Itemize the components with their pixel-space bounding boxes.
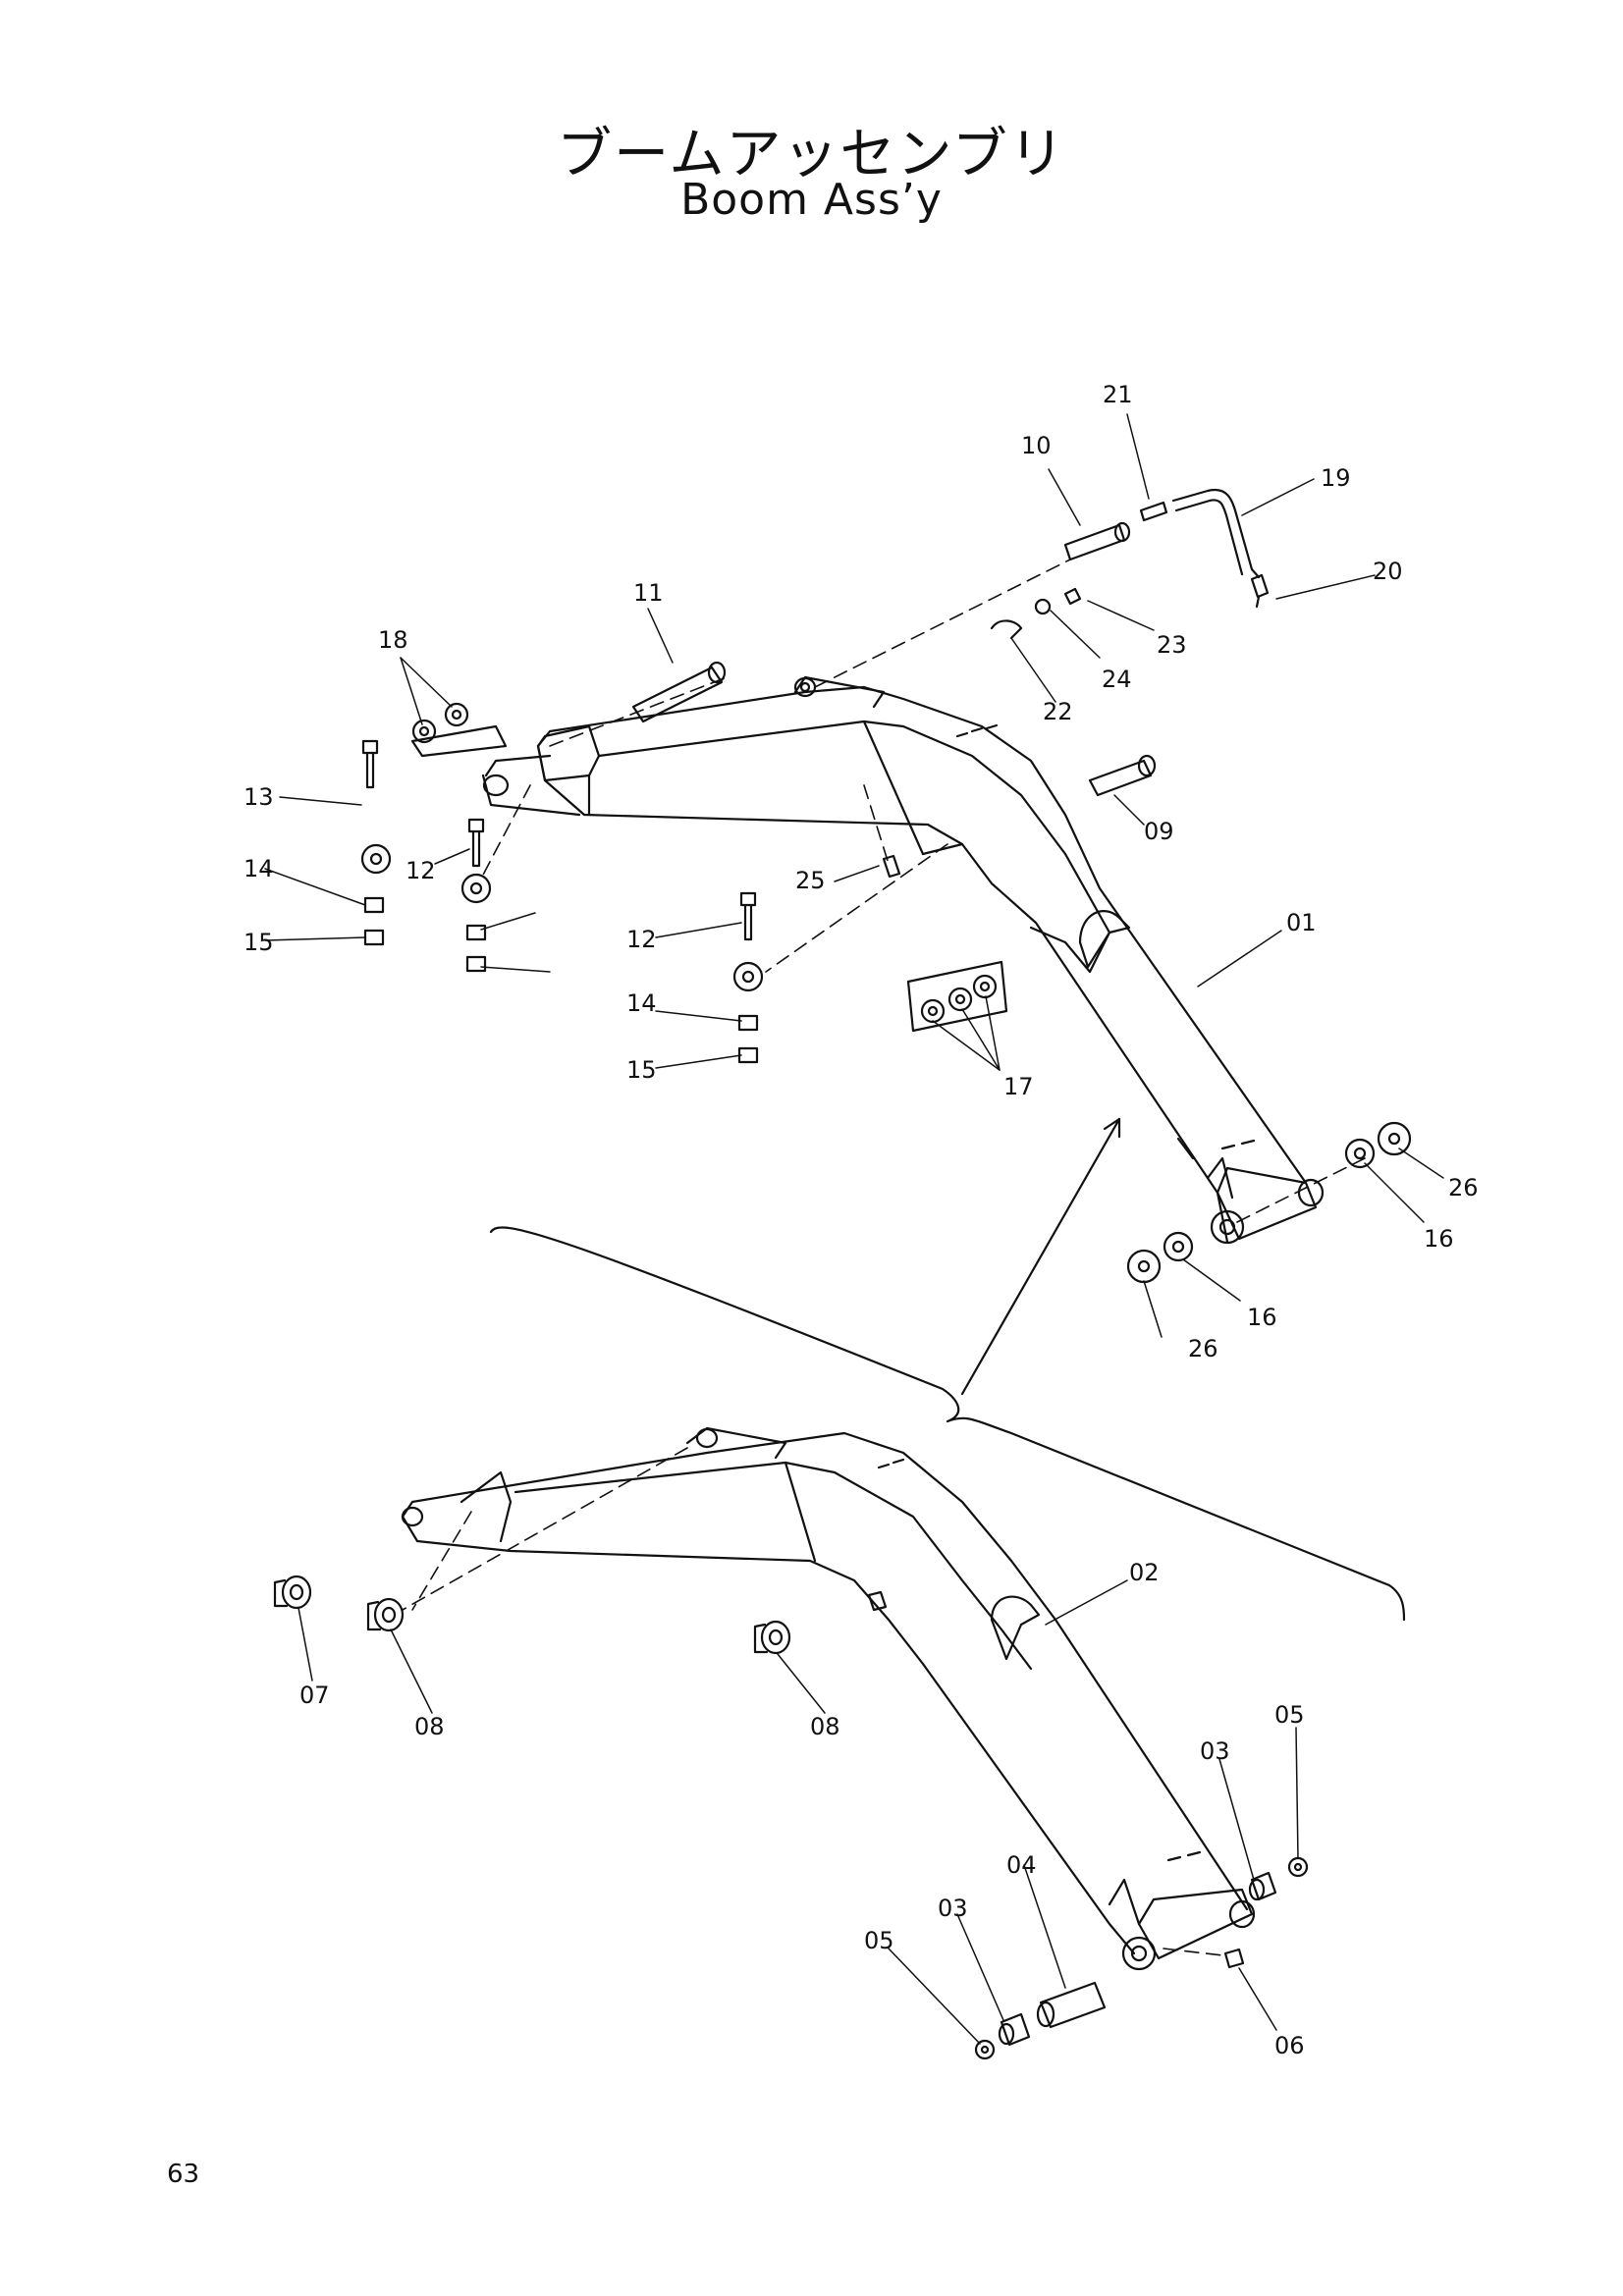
callout-17: 17 bbox=[1003, 1073, 1034, 1100]
callout-23: 23 bbox=[1157, 631, 1187, 659]
callout-10: 10 bbox=[1021, 432, 1052, 459]
callout-16-left: 16 bbox=[1247, 1304, 1277, 1331]
callout-06: 06 bbox=[1274, 2032, 1305, 2059]
callout-22: 22 bbox=[1043, 698, 1073, 725]
callout-13: 13 bbox=[243, 783, 274, 811]
page-title-japanese: ブームアッセンブリ bbox=[557, 123, 1066, 187]
callout-21: 21 bbox=[1103, 381, 1133, 408]
lower-boom bbox=[401, 1426, 1256, 1971]
callout-12-middle: 12 bbox=[626, 926, 657, 953]
callout-11: 11 bbox=[633, 579, 664, 607]
callout-12-left: 12 bbox=[406, 857, 436, 884]
callout-05-lower: 05 bbox=[864, 1927, 894, 1954]
callout-19: 19 bbox=[1321, 464, 1351, 492]
callout-26-right: 26 bbox=[1448, 1174, 1479, 1201]
callout-02: 02 bbox=[1129, 1559, 1160, 1586]
assembly-lines bbox=[480, 559, 1366, 1223]
view-bracket bbox=[489, 1226, 1406, 1622]
callout-08-left: 08 bbox=[414, 1713, 445, 1740]
lower-hardware bbox=[273, 1447, 1309, 2060]
page-title-english: Boom Ass’y bbox=[680, 175, 943, 225]
callout-04: 04 bbox=[1006, 1851, 1037, 1879]
callout-26-left: 26 bbox=[1188, 1335, 1218, 1362]
callout-20: 20 bbox=[1373, 558, 1403, 585]
callout-18: 18 bbox=[378, 626, 408, 654]
upper-hardware bbox=[360, 488, 1412, 1284]
upper-boom bbox=[481, 675, 1325, 1245]
callout-07: 07 bbox=[299, 1682, 330, 1709]
callout-25: 25 bbox=[795, 867, 826, 894]
callout-labels: 21 10 19 20 23 24 22 11 18 13 12 14 15 0… bbox=[243, 381, 1479, 2059]
callout-16-right: 16 bbox=[1424, 1225, 1454, 1253]
callout-14-left: 14 bbox=[243, 855, 274, 882]
callout-03-upper: 03 bbox=[1200, 1737, 1230, 1765]
callout-15-left: 15 bbox=[243, 929, 274, 956]
callout-03-lower: 03 bbox=[938, 1895, 968, 1922]
callout-14-middle: 14 bbox=[626, 989, 657, 1017]
callout-24: 24 bbox=[1102, 666, 1132, 693]
leader-lines bbox=[264, 413, 1444, 2045]
callout-09: 09 bbox=[1144, 818, 1174, 845]
page-number: 63 bbox=[167, 2160, 200, 2189]
callout-08-right: 08 bbox=[810, 1713, 840, 1740]
callout-05-upper: 05 bbox=[1274, 1701, 1305, 1729]
callout-01: 01 bbox=[1286, 909, 1317, 936]
callout-15-middle: 15 bbox=[626, 1056, 657, 1084]
pointer-arrow bbox=[960, 1117, 1121, 1396]
